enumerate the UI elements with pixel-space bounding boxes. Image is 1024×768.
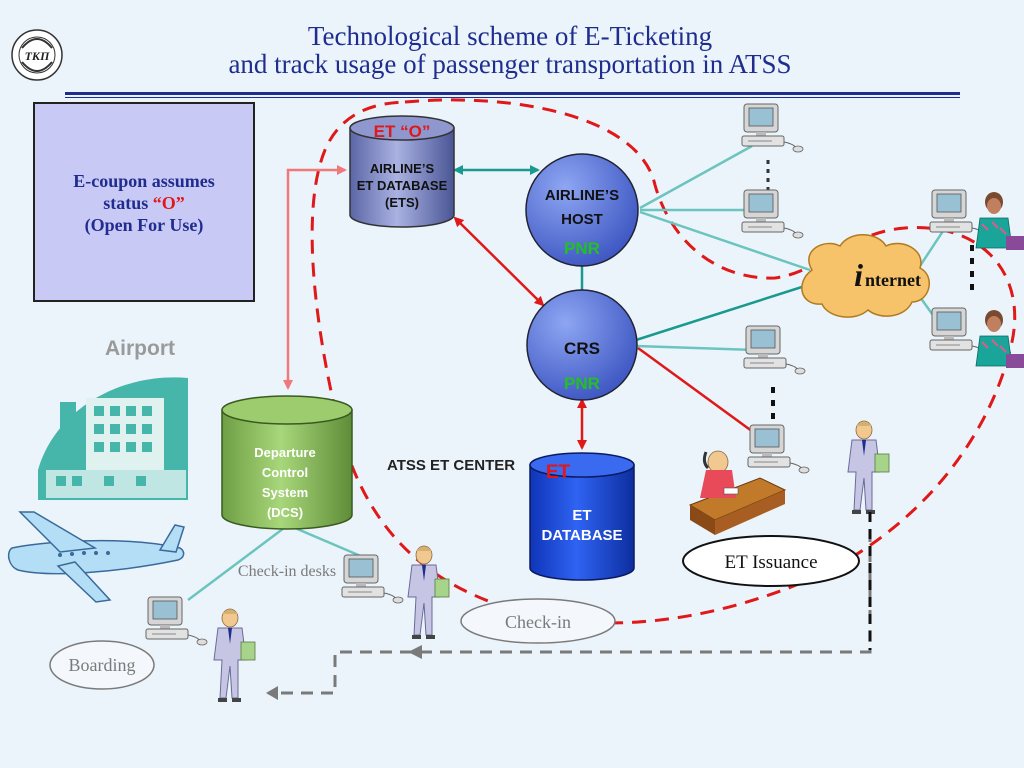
crs-terminal — [743, 325, 806, 375]
traveler-checkin — [407, 545, 450, 640]
boarding-desk-computer — [145, 596, 208, 646]
airport-label: Airport — [105, 337, 175, 360]
title-rule-thick — [65, 92, 960, 95]
et-issuance-oval — [682, 535, 860, 587]
atss-center-label: ATSS ET CENTER — [387, 457, 515, 474]
checkin-desk-computer — [341, 554, 404, 604]
crs-label: CRS — [564, 339, 600, 358]
internet-cloud — [801, 234, 930, 318]
coupon-line-2: status “O” — [35, 192, 253, 214]
etdb-label-line1: ET — [572, 507, 591, 524]
et-issuance-label: ET Issuance — [724, 552, 817, 573]
coupon-line-2-prefix: status — [103, 193, 153, 213]
boarding-oval — [49, 640, 155, 690]
host-pnr-label: PNR — [564, 239, 600, 258]
title-rule-thin — [65, 97, 960, 98]
etdb-status-label: ET — [546, 462, 571, 483]
dcs-label-line2: Control — [262, 465, 308, 480]
checkin-label: Check-in — [505, 612, 571, 632]
internet-user-1 — [929, 189, 1024, 251]
organization-logo: ТКП — [11, 29, 63, 81]
coupon-line-3: (Open For Use) — [84, 215, 204, 235]
ets-label-line1: AIRLINE’S — [370, 161, 435, 176]
arrow-crs-issuance — [637, 346, 762, 439]
etdb-label-line2: DATABASE — [541, 527, 622, 544]
airline-host-node — [525, 153, 639, 267]
link-dcs-boarding-desk — [187, 524, 289, 601]
ets-status-label: ET “O” — [374, 122, 431, 141]
e-coupon-status-box: E-coupon assumes status “O” (Open For Us… — [33, 102, 255, 302]
crs-node — [526, 289, 638, 401]
host-label-line1: AIRLINE’S — [545, 187, 619, 204]
dcs-label-line1: Departure — [254, 445, 315, 460]
dcs-label-line3: System — [262, 485, 308, 500]
crs-pnr-label: PNR — [564, 374, 600, 393]
dcs-label-line4: (DCS) — [267, 505, 303, 520]
coupon-line-1: E-coupon assumes — [73, 171, 215, 191]
title-line-2: and track usage of passenger transportat… — [228, 49, 792, 79]
link-crs-internet — [635, 284, 806, 342]
link-host-terminal1 — [639, 144, 753, 210]
arrow-ets-crs — [453, 216, 545, 307]
internet-user-2 — [929, 307, 1024, 369]
link-internet-user1 — [918, 227, 947, 267]
traveler-issuance — [847, 420, 890, 515]
page-title: Technological scheme of E-Ticketing and … — [90, 22, 930, 78]
ets-label-line3: (ETS) — [385, 195, 419, 210]
flow-passenger-path — [266, 510, 872, 700]
ets-label-line2: ET DATABASE — [357, 178, 448, 193]
traveler-boarding — [213, 608, 256, 703]
ticket-agent — [688, 450, 787, 535]
internet-label-rest: nternet — [865, 270, 921, 290]
host-label-line2: HOST — [561, 211, 603, 228]
link-dcs-checkin-desk — [287, 523, 371, 562]
airline-et-database-cylinder — [349, 115, 455, 228]
checkin-desks-label: Check-in desks — [238, 563, 336, 580]
boarding-label: Boarding — [69, 655, 136, 675]
airline-terminal-2 — [741, 189, 804, 239]
arrow-ets-dcs — [283, 165, 347, 390]
airport-building-icon — [38, 377, 188, 500]
internet-label-initial: i — [854, 257, 863, 293]
airline-terminal-1 — [741, 103, 804, 153]
logo-text: ТКП — [25, 49, 50, 63]
dcs-cylinder — [221, 395, 353, 530]
flow-checkin-arrowhead — [408, 645, 422, 659]
link-host-internet — [639, 210, 811, 272]
checkin-oval — [460, 598, 616, 644]
title-line-1: Technological scheme of E-Ticketing — [307, 21, 713, 51]
issuance-terminal — [747, 424, 810, 474]
airplane-icon — [7, 511, 185, 603]
coupon-status-value: “O” — [152, 193, 185, 213]
link-crs-terminal — [635, 344, 756, 352]
et-database-cylinder — [529, 452, 635, 581]
